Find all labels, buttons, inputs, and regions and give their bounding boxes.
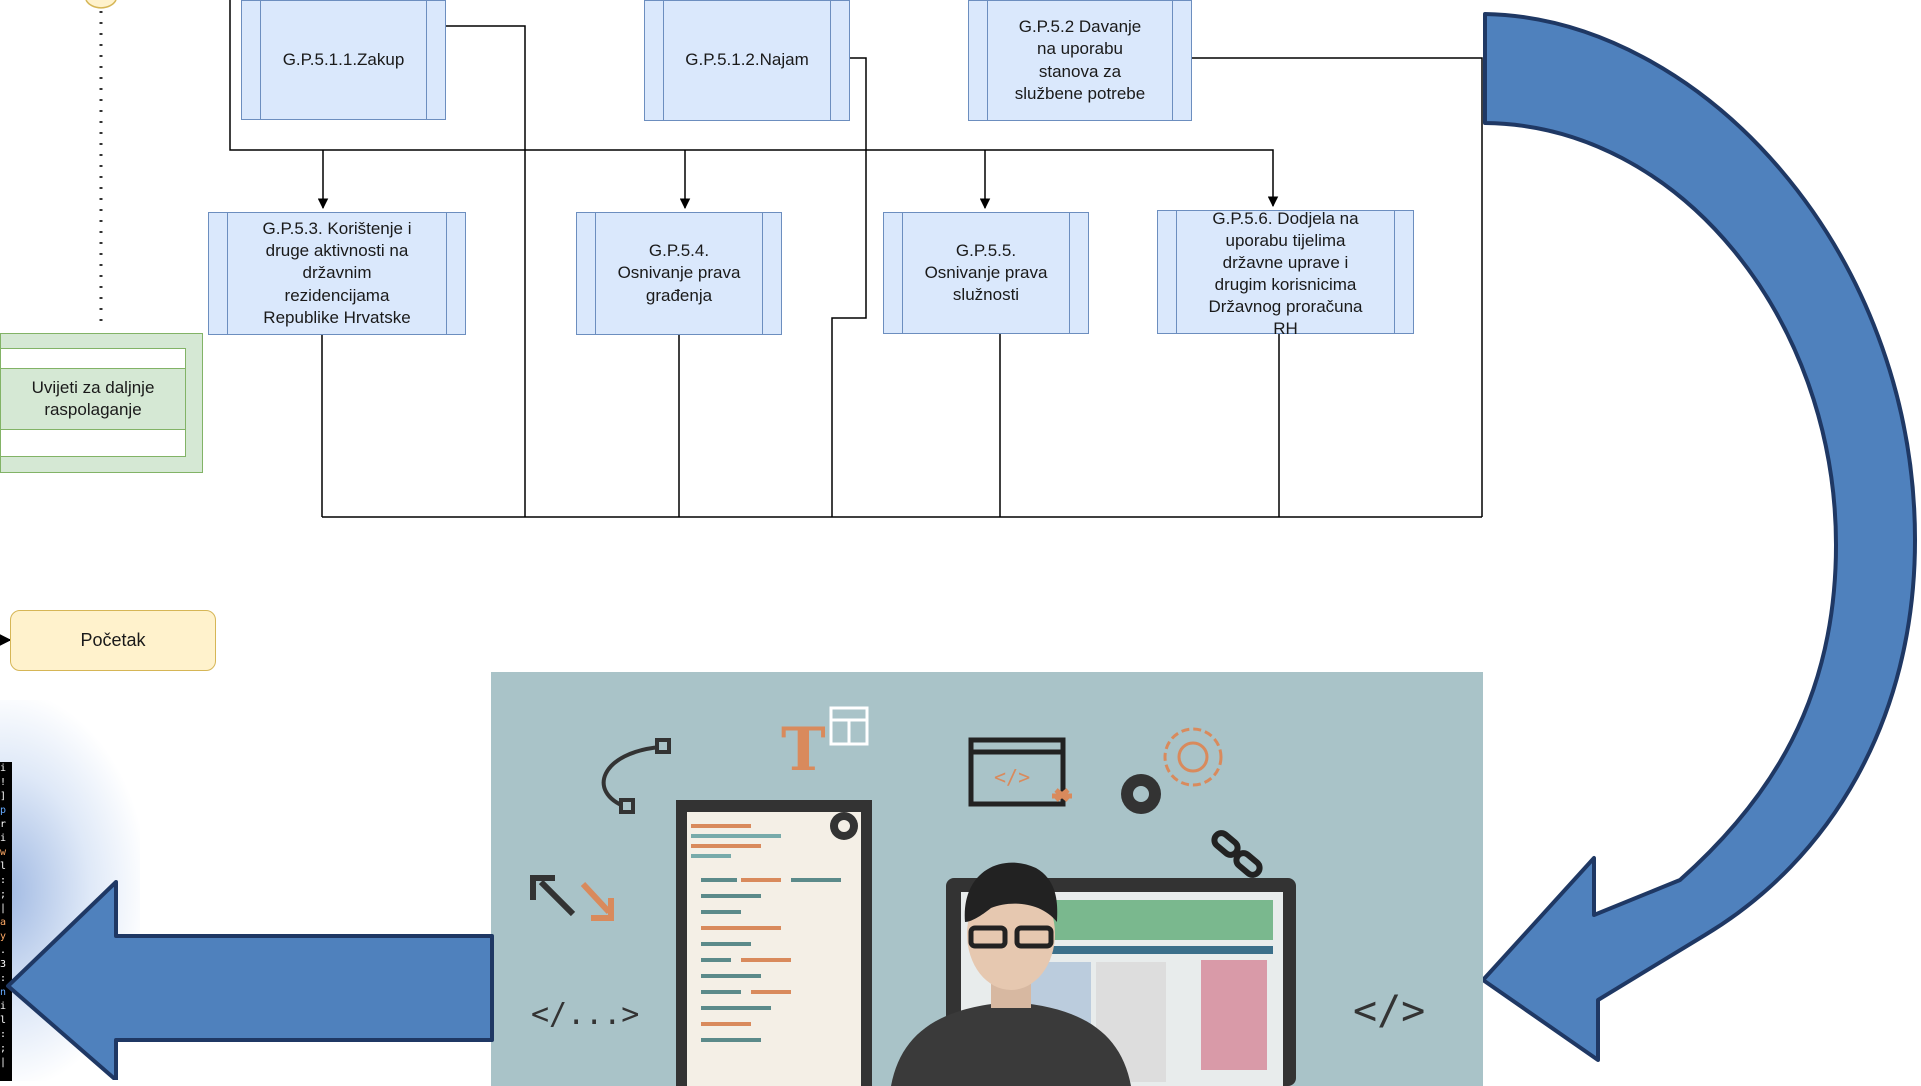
developer-illustration: T </> </	[491, 672, 1483, 1086]
process-gp511: G.P.5.1.1.Zakup	[241, 0, 446, 120]
process-gp52-label: G.P.5.2 Davanje na uporabu stanova za sl…	[1014, 17, 1146, 103]
bezier-icon	[601, 738, 671, 814]
code-tag-right: </>	[1353, 988, 1425, 1034]
left-arrow	[6, 880, 494, 1080]
gear-icon	[1121, 727, 1223, 814]
bus-line-top	[229, 0, 1279, 208]
developer-person	[891, 862, 1131, 1086]
process-gp512-label: G.P.5.1.2.Najam	[685, 50, 809, 70]
conditions-label: Uvijeti za daljnje raspolaganje	[31, 377, 155, 419]
process-gp55: G.P.5.5. Osnivanje prava služnosti	[883, 212, 1089, 334]
conditions-box: Uvijeti za daljnje raspolaganje	[0, 368, 186, 430]
process-gp53-label: G.P.5.3. Korištenje i druge aktivnosti n…	[262, 219, 412, 327]
process-gp54: G.P.5.4. Osnivanje prava građenja	[576, 212, 782, 335]
process-gp53: G.P.5.3. Korištenje i druge aktivnosti n…	[208, 212, 466, 335]
process-gp55-label: G.P.5.5. Osnivanje prava služnosti	[924, 240, 1048, 305]
start-node: Početak	[10, 610, 216, 671]
link-icon	[1211, 830, 1263, 878]
resize-arrow-icon	[530, 875, 614, 921]
process-gp56: G.P.5.6. Dodjela na uporabu tijelima drž…	[1157, 209, 1414, 338]
process-gp56-label: G.P.5.6. Dodjela na uporabu tijelima drž…	[1208, 208, 1363, 339]
process-gp54-label: G.P.5.4. Osnivanje prava građenja	[617, 241, 741, 305]
code-tag-left: </...>	[531, 997, 639, 1032]
monitor	[946, 878, 1296, 1086]
svg-text:</>: </>	[994, 765, 1030, 789]
process-gp52: G.P.5.2 Davanje na uporabu stanova za sl…	[968, 0, 1192, 121]
start-label: Početak	[80, 630, 146, 650]
process-gp511-label: G.P.5.1.1.Zakup	[282, 49, 405, 69]
text-tool-icon: T	[781, 715, 826, 785]
process-gp512: G.P.5.1.2.Najam	[644, 0, 850, 121]
layout-icon	[829, 706, 869, 746]
browser-code-icon: </>	[968, 737, 1072, 807]
code-document	[676, 800, 872, 1086]
